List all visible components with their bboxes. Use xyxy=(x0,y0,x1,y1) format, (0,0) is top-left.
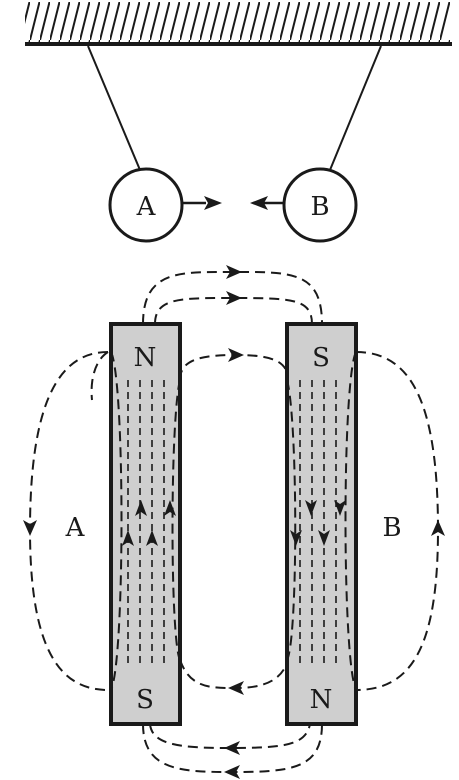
force-arrow-a xyxy=(183,196,222,210)
magnet-a-arrow-3 xyxy=(146,530,158,546)
force-arrow-b xyxy=(250,196,284,210)
string-right xyxy=(329,45,382,171)
sphere-a: A xyxy=(108,167,184,243)
field-arrow-mid-top xyxy=(228,348,244,362)
field-arrow-top-1 xyxy=(226,265,242,279)
magnet-b-arrow-2 xyxy=(305,500,317,516)
sphere-b-circle xyxy=(282,167,358,243)
sphere-b: B xyxy=(282,167,358,243)
field-arrow-right-outer xyxy=(431,520,445,536)
field-arrow-mid-bottom xyxy=(228,681,244,695)
sphere-b-label: B xyxy=(310,192,329,222)
sphere-a-label: A xyxy=(136,192,157,222)
magnet-b-body xyxy=(285,322,358,726)
field-arrow-top-2 xyxy=(226,291,242,305)
string-left xyxy=(87,45,141,171)
magnet-b-top-pole: S xyxy=(312,343,330,373)
ceiling-hatch xyxy=(25,2,450,42)
region-label-a: A xyxy=(65,513,86,543)
magnet-b-arrow-1 xyxy=(290,530,302,546)
magnet-a-arrow-2 xyxy=(135,500,147,516)
ceiling xyxy=(25,2,452,46)
region-label-b: B xyxy=(382,513,401,543)
magnet-a-arrow-4 xyxy=(164,500,176,516)
sphere-a-circle xyxy=(108,167,184,243)
field-arrow-bottom-2 xyxy=(224,765,240,779)
magnet-b-arrow-3 xyxy=(318,530,330,546)
magnet-a: N S xyxy=(109,322,182,726)
magnet-a-body xyxy=(109,322,182,726)
field-arrow-bottom-1 xyxy=(224,741,240,755)
magnet-a-top-pole: N xyxy=(134,343,157,373)
magnet-b-arrow-4 xyxy=(334,500,346,516)
magnet-a-arrow-1 xyxy=(122,530,134,546)
magnet-a-bottom-pole: S xyxy=(136,685,154,715)
magnet-b-bottom-pole: N xyxy=(310,685,333,715)
magnet-b: S N xyxy=(285,322,358,726)
field-arrow-left-outer xyxy=(23,520,37,536)
